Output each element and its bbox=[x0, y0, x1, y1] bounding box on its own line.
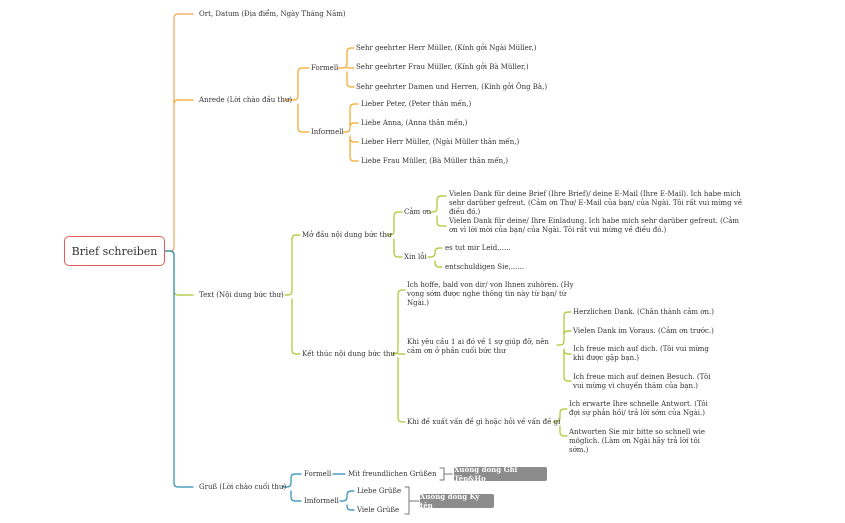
cam-on-item[interactable]: Vielen Dank für deine Brief (Ihre Brief)… bbox=[449, 190, 743, 216]
xin-loi-item[interactable]: es tut mir Leid,..... bbox=[445, 244, 511, 252]
giup-do-item[interactable]: Vielen Dank im Voraus. (Cảm ơn trước.) bbox=[573, 327, 714, 335]
wire-modau-split bbox=[386, 211, 403, 258]
wire-dexuat bbox=[552, 408, 568, 437]
wire-root-anrede bbox=[173, 99, 194, 105]
wire-gruss-informell bbox=[339, 490, 355, 511]
wire-root-text bbox=[164, 250, 194, 296]
de-xuat-item[interactable]: Ich erwarte Ihre schnelle Antwort. (Tôi … bbox=[569, 400, 708, 417]
anrede-informell-item[interactable]: Liebe Anna, (Anna thân mến,) bbox=[361, 119, 468, 127]
topic-anrede-informell[interactable]: Informell bbox=[311, 128, 344, 136]
topic-de-xuat[interactable]: Khi đề xuất vấn đề gì hoặc hỏi về vấn đề… bbox=[407, 418, 561, 426]
topic-gruss[interactable]: Gruß (Lời chào cuối thư) bbox=[199, 483, 287, 491]
topic-gruss-formell[interactable]: Formell bbox=[304, 470, 332, 478]
topic-xin-loi[interactable]: Xin lỗi bbox=[404, 253, 427, 261]
wire-anrede-split bbox=[284, 67, 310, 133]
topic-mo-dau[interactable]: Mở đầu nội dung bức thư bbox=[302, 231, 392, 239]
topic-giup-do[interactable]: Khi yêu cầu 1 ai đó về 1 sự giúp đỡ, nên… bbox=[407, 338, 549, 355]
wire-xinloi bbox=[427, 247, 443, 268]
wire-ketthuc-split bbox=[391, 289, 406, 423]
cam-on-item[interactable]: Vielen Dank für deine/ Ihre Einladung. I… bbox=[449, 217, 740, 234]
xin-loi-item[interactable]: entschuldigen Sie,...... bbox=[445, 263, 525, 271]
wire-root-gruss bbox=[164, 250, 194, 488]
topic-text[interactable]: Text (Nội dung bức thư) bbox=[199, 291, 284, 299]
summary-tag-informell[interactable]: Xuống dòng Ký tên bbox=[420, 492, 494, 510]
topic-ort[interactable]: Ort, Datum (Địa điểm, Ngày Tháng Năm) bbox=[199, 10, 346, 18]
wire-text-split bbox=[284, 234, 301, 355]
root-topic[interactable]: Brief schreiben bbox=[64, 236, 165, 266]
giup-do-item[interactable]: Herzlichen Dank. (Chân thành cảm ơn.) bbox=[573, 308, 714, 316]
topic-gruss-informell[interactable]: Imformell bbox=[304, 497, 339, 505]
wire-camon bbox=[429, 195, 447, 227]
summary-tag-formell[interactable]: Xuống dòng Ghi Tên&Họ bbox=[454, 465, 547, 483]
topic-hoffe[interactable]: Ich hoffe, bald von dir/ von Ihnen zuhör… bbox=[407, 281, 574, 307]
summary-bracket-informell bbox=[404, 486, 420, 515]
wire-gruss-split bbox=[282, 473, 302, 502]
anrede-informell-item[interactable]: Lieber Peter, (Peter thân mến,) bbox=[361, 100, 472, 108]
wire-anrede-informell bbox=[342, 103, 359, 162]
wire-root-ort bbox=[164, 13, 194, 252]
giup-do-item[interactable]: Ich freue mich auf deinen Besuch. (Tôi v… bbox=[573, 373, 711, 390]
anrede-formell-item[interactable]: Sehr geehrter Damen und Herren, (Kính gở… bbox=[356, 83, 548, 91]
gruss-informell-item[interactable]: Liebe Grüße bbox=[357, 487, 402, 495]
topic-anrede-formell[interactable]: Formell bbox=[311, 64, 339, 72]
anrede-formell-item[interactable]: Sehr geehrter Frau Müller, (Kính gởi Bà … bbox=[356, 63, 529, 71]
summary-bracket-formell bbox=[439, 467, 453, 481]
wire-anrede-formell bbox=[337, 47, 355, 88]
de-xuat-item[interactable]: Antworten Sie mir bitte so schnell wie m… bbox=[569, 428, 705, 454]
wire-giupdo bbox=[556, 311, 572, 382]
topic-anrede[interactable]: Anrede (Lời chào đầu thư) bbox=[199, 96, 293, 104]
topic-ket-thuc[interactable]: Kết thúc nội dung bức thư bbox=[302, 350, 395, 358]
anrede-informell-item[interactable]: Lieber Herr Müller, (Ngài Müller thân mế… bbox=[361, 138, 520, 146]
gruss-formell-item[interactable]: Mit freundlichen Grüßen bbox=[348, 470, 437, 478]
anrede-formell-item[interactable]: Sehr geehrter Herr Müller, (Kính gởi Ngà… bbox=[356, 44, 537, 52]
topic-cam-on[interactable]: Cảm ơn bbox=[404, 208, 432, 216]
gruss-informell-item[interactable]: Viele Grüße bbox=[357, 506, 400, 514]
giup-do-item[interactable]: Ich freue mich auf dich. (Tôi vui mừng k… bbox=[573, 345, 709, 362]
anrede-informell-item[interactable]: Liebe Frau Müller, (Bà Müller thân mến,) bbox=[361, 157, 509, 165]
